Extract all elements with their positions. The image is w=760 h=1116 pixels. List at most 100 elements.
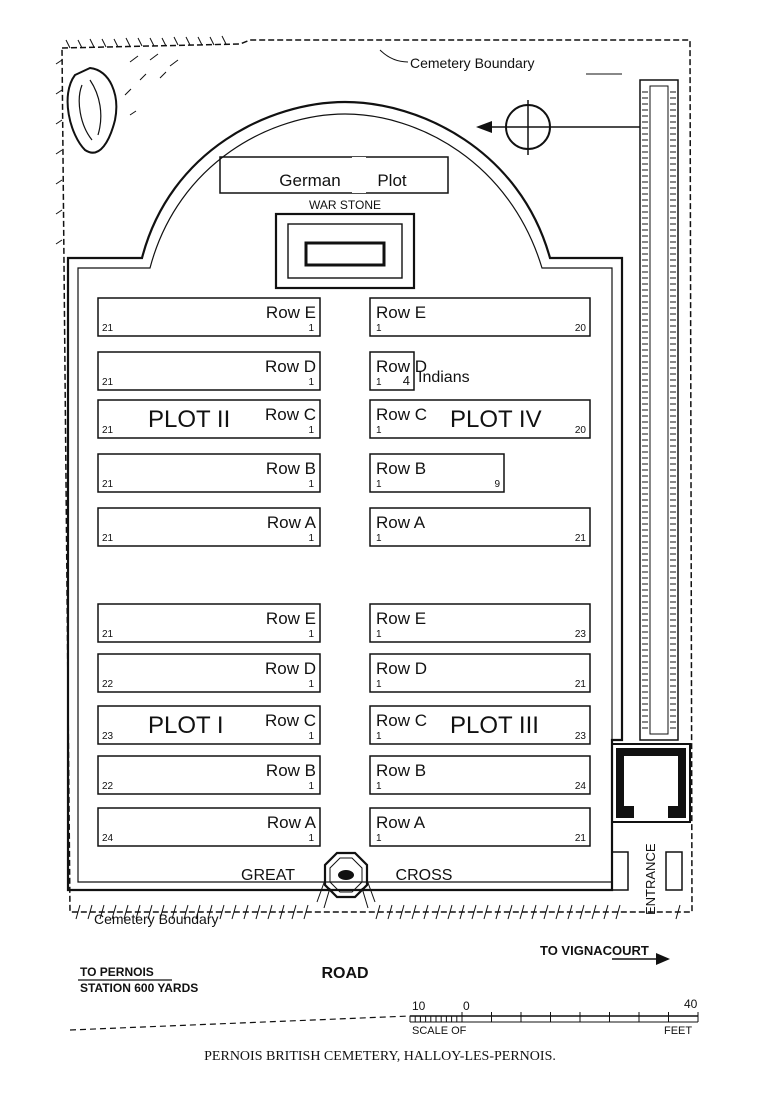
grave-row bbox=[97, 453, 321, 493]
to-pernois-label: TO PERNOIS bbox=[80, 965, 154, 979]
row-last-number: 1 bbox=[308, 629, 314, 640]
map-caption: PERNOIS BRITISH CEMETERY, HALLOY-LES-PER… bbox=[204, 1049, 556, 1064]
row-first-number: 1 bbox=[376, 781, 382, 792]
row-first-number: 22 bbox=[102, 781, 114, 792]
plot-name: PLOT II bbox=[148, 406, 230, 433]
row-last-number: 1 bbox=[308, 731, 314, 742]
row-last-number: 23 bbox=[575, 731, 587, 742]
hedge-strip bbox=[639, 79, 679, 741]
row-first-number: 21 bbox=[102, 629, 114, 640]
row-first-number: 1 bbox=[376, 629, 382, 640]
great-cross-label-great: GREAT bbox=[241, 867, 295, 884]
grave-row bbox=[369, 297, 591, 337]
grave-row bbox=[97, 297, 321, 337]
grave-row bbox=[369, 653, 591, 693]
boundary-label-bottom: Cemetery Boundary bbox=[94, 911, 219, 927]
row-last-number: 20 bbox=[575, 323, 587, 334]
row-first-number: 1 bbox=[376, 377, 382, 388]
scale-label-right: FEET bbox=[664, 1025, 692, 1037]
row-first-number: 21 bbox=[102, 425, 114, 436]
north-arrow-icon bbox=[476, 100, 640, 155]
row-first-number: 21 bbox=[102, 533, 114, 544]
row-label: Row C bbox=[265, 711, 316, 730]
grave-row bbox=[369, 705, 591, 745]
row-label: Row A bbox=[267, 813, 317, 832]
to-vignacourt-label: TO VIGNACOURT bbox=[540, 943, 649, 958]
cemetery-wall bbox=[66, 100, 624, 892]
row-first-number: 1 bbox=[376, 323, 382, 334]
row-label: Row D bbox=[376, 357, 427, 376]
row-first-number: 1 bbox=[376, 533, 382, 544]
grave-row bbox=[369, 351, 415, 391]
german-plot-label-2: Plot bbox=[377, 171, 407, 190]
row-first-number: 21 bbox=[102, 479, 114, 490]
row-first-number: 1 bbox=[376, 425, 382, 436]
war-stone: WAR STONE bbox=[274, 198, 416, 290]
grave-row bbox=[97, 807, 321, 847]
grave-row bbox=[97, 399, 321, 439]
indians-label: Indians bbox=[418, 369, 470, 386]
row-label: Row D bbox=[265, 357, 316, 376]
row-first-number: 1 bbox=[376, 679, 382, 690]
grave-row bbox=[97, 603, 321, 643]
grave-row bbox=[97, 507, 321, 547]
grave-row bbox=[369, 453, 505, 493]
cemetery-boundary bbox=[55, 35, 693, 920]
row-first-number: 21 bbox=[102, 377, 114, 388]
row-label: Row B bbox=[266, 459, 316, 478]
row-label: Row B bbox=[376, 761, 426, 780]
row-last-number: 1 bbox=[308, 679, 314, 690]
grave-row bbox=[97, 755, 321, 795]
row-label: Row E bbox=[266, 609, 316, 628]
row-last-number: 4 bbox=[403, 373, 410, 388]
grave-row bbox=[97, 351, 321, 391]
row-last-number: 1 bbox=[308, 479, 314, 490]
row-label: Row B bbox=[376, 459, 426, 478]
row-last-number: 1 bbox=[308, 533, 314, 544]
row-first-number: 22 bbox=[102, 679, 114, 690]
row-label: Row E bbox=[266, 303, 316, 322]
row-last-number: 1 bbox=[308, 377, 314, 388]
german-plot: German Plot bbox=[219, 156, 449, 194]
plot-name: PLOT I bbox=[148, 712, 224, 739]
row-label: Row E bbox=[376, 303, 426, 322]
row-last-number: 1 bbox=[308, 323, 314, 334]
row-label: Row E bbox=[376, 609, 426, 628]
row-label: Row C bbox=[265, 405, 316, 424]
row-label: Row D bbox=[376, 659, 427, 678]
grave-row bbox=[369, 807, 591, 847]
row-last-number: 23 bbox=[575, 629, 587, 640]
row-last-number: 1 bbox=[308, 833, 314, 844]
row-label: Row A bbox=[376, 813, 426, 832]
scale-zero-label: 0 bbox=[463, 999, 470, 1013]
german-plot-label: German bbox=[279, 171, 340, 190]
road-label: ROAD bbox=[321, 965, 368, 982]
row-last-number: 1 bbox=[308, 781, 314, 792]
plot-name: PLOT III bbox=[450, 712, 539, 739]
grave-row bbox=[369, 755, 591, 795]
row-first-number: 1 bbox=[376, 731, 382, 742]
grave-row bbox=[97, 653, 321, 693]
row-label: Row C bbox=[376, 711, 427, 730]
row-first-number: 21 bbox=[102, 323, 114, 334]
row-label: Row B bbox=[266, 761, 316, 780]
row-last-number: 21 bbox=[575, 679, 587, 690]
scale-end-label: 40 bbox=[684, 997, 698, 1011]
row-first-number: 24 bbox=[102, 833, 114, 844]
row-first-number: 1 bbox=[376, 479, 382, 490]
row-last-number: 21 bbox=[575, 533, 587, 544]
grave-row bbox=[97, 705, 321, 745]
row-first-number: 23 bbox=[102, 731, 114, 742]
plot-name: PLOT IV bbox=[450, 406, 542, 433]
row-label: Row A bbox=[267, 513, 317, 532]
great-cross: GREAT CROSS bbox=[241, 851, 452, 909]
shelter-building: ENTRANCE bbox=[611, 743, 691, 915]
grave-row bbox=[369, 399, 591, 439]
row-last-number: 20 bbox=[575, 425, 587, 436]
war-stone-label: WAR STONE bbox=[309, 198, 381, 212]
grave-row bbox=[369, 603, 591, 643]
row-first-number: 1 bbox=[376, 833, 382, 844]
